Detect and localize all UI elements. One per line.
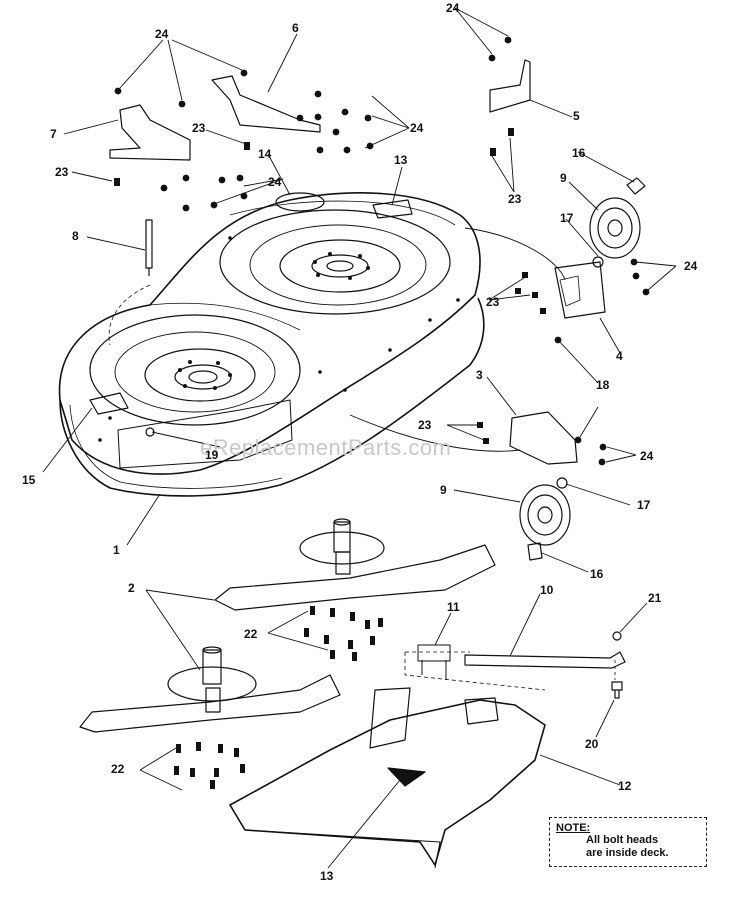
bracket-6	[211, 75, 321, 133]
callout-5: 5	[573, 109, 580, 123]
decal-15	[89, 392, 129, 415]
deflector-rod-10	[464, 651, 626, 669]
bracket-3	[509, 411, 578, 465]
blade-lower	[79, 674, 341, 733]
callout-11: 11	[447, 600, 460, 614]
shaft-8	[145, 219, 153, 276]
note-heading: NOTE:	[556, 822, 591, 834]
hardware-nuts-24	[114, 36, 650, 466]
callout-16: 16	[572, 146, 586, 160]
blade-spindle-lower	[167, 646, 257, 713]
leader-lines	[42, 7, 677, 869]
hardware-bolts-22	[174, 606, 383, 789]
blade-upper	[214, 544, 496, 611]
callout-15: 15	[22, 473, 36, 487]
callout-21: 21	[648, 591, 662, 605]
washer-17-upper	[592, 256, 604, 268]
bracket-7	[109, 104, 191, 161]
callout-23: 23	[508, 192, 522, 206]
callout-24: 24	[268, 175, 282, 189]
gauge-wheel-9-lower	[519, 484, 571, 546]
callout-23: 23	[192, 121, 206, 135]
bracket-5	[489, 59, 531, 113]
callout-24: 24	[446, 1, 460, 15]
callout-6: 6	[292, 21, 299, 35]
callout-13: 13	[394, 153, 408, 167]
gauge-wheel-9-upper	[589, 197, 641, 259]
callout-14: 14	[258, 147, 272, 161]
callout-12: 12	[618, 779, 632, 793]
callout-10: 10	[540, 583, 554, 597]
note-line-1: All bolt heads	[586, 834, 659, 846]
callout-9: 9	[440, 483, 447, 497]
callout-17: 17	[560, 211, 574, 225]
decal-14	[275, 192, 325, 212]
callout-1: 1	[113, 543, 120, 557]
callout-24: 24	[155, 27, 169, 41]
callout-2: 2	[128, 581, 135, 595]
mower-deck-housing	[58, 192, 485, 497]
callout-16: 16	[590, 567, 604, 581]
wheel-bolt-16-upper	[626, 177, 646, 195]
callout-22: 22	[244, 627, 258, 641]
blade-spindle-upper	[299, 518, 385, 575]
decal-13-deck	[372, 199, 413, 219]
callout-17: 17	[637, 498, 651, 512]
watermark: eReplacementParts.com	[200, 435, 451, 460]
nut-21	[612, 631, 622, 641]
callout-22: 22	[111, 762, 125, 776]
callout-13: 13	[320, 869, 334, 883]
bolt-20	[611, 681, 623, 699]
callout-23: 23	[486, 295, 500, 309]
callout-3: 3	[476, 368, 483, 382]
callout-8: 8	[72, 229, 79, 243]
callout-20: 20	[585, 737, 599, 751]
callout-numbers: 24 6 24 7 23 24 14 13 23 24 5 16 9 23 17…	[22, 1, 698, 883]
washer-17-lower	[556, 477, 568, 489]
callout-7: 7	[50, 127, 57, 141]
bracket-4	[554, 261, 606, 319]
callout-23: 23	[55, 165, 69, 179]
callout-24: 24	[640, 449, 654, 463]
callout-23: 23	[418, 418, 432, 432]
hardware-bolts-23	[114, 128, 546, 444]
callout-24: 24	[410, 121, 424, 135]
spring-11	[417, 644, 451, 680]
callout-4: 4	[616, 349, 623, 363]
chute-deflector-12	[229, 687, 546, 869]
callout-9: 9	[560, 171, 567, 185]
wheel-bolt-16-lower	[527, 542, 543, 561]
callout-24: 24	[684, 259, 698, 273]
callout-19: 19	[205, 448, 219, 462]
note-box: NOTE: All bolt heads are inside deck.	[549, 817, 707, 867]
note-line-2: are inside deck.	[586, 847, 669, 859]
callout-18: 18	[596, 378, 610, 392]
